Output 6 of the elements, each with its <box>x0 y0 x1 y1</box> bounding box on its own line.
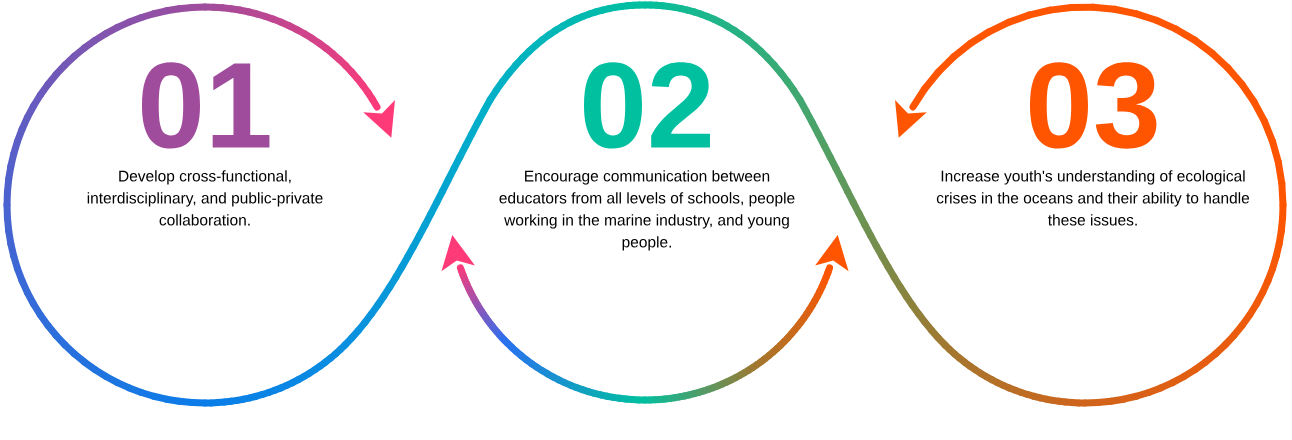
step-number: 02 <box>584 62 710 149</box>
step-description: Increase youth's understanding of ecological crises in the oceans and their ability to handle these issues. <box>936 170 1250 226</box>
step-number: 01 <box>142 62 270 149</box>
step-number: 03 <box>1030 62 1157 149</box>
step-description: Encourage communication between educators from all levels of schools, people working in the marine industry, and young people. <box>499 170 795 251</box>
step-description: Develop cross-functional, interdisciplinary, and public-private collaboration. <box>87 170 323 226</box>
